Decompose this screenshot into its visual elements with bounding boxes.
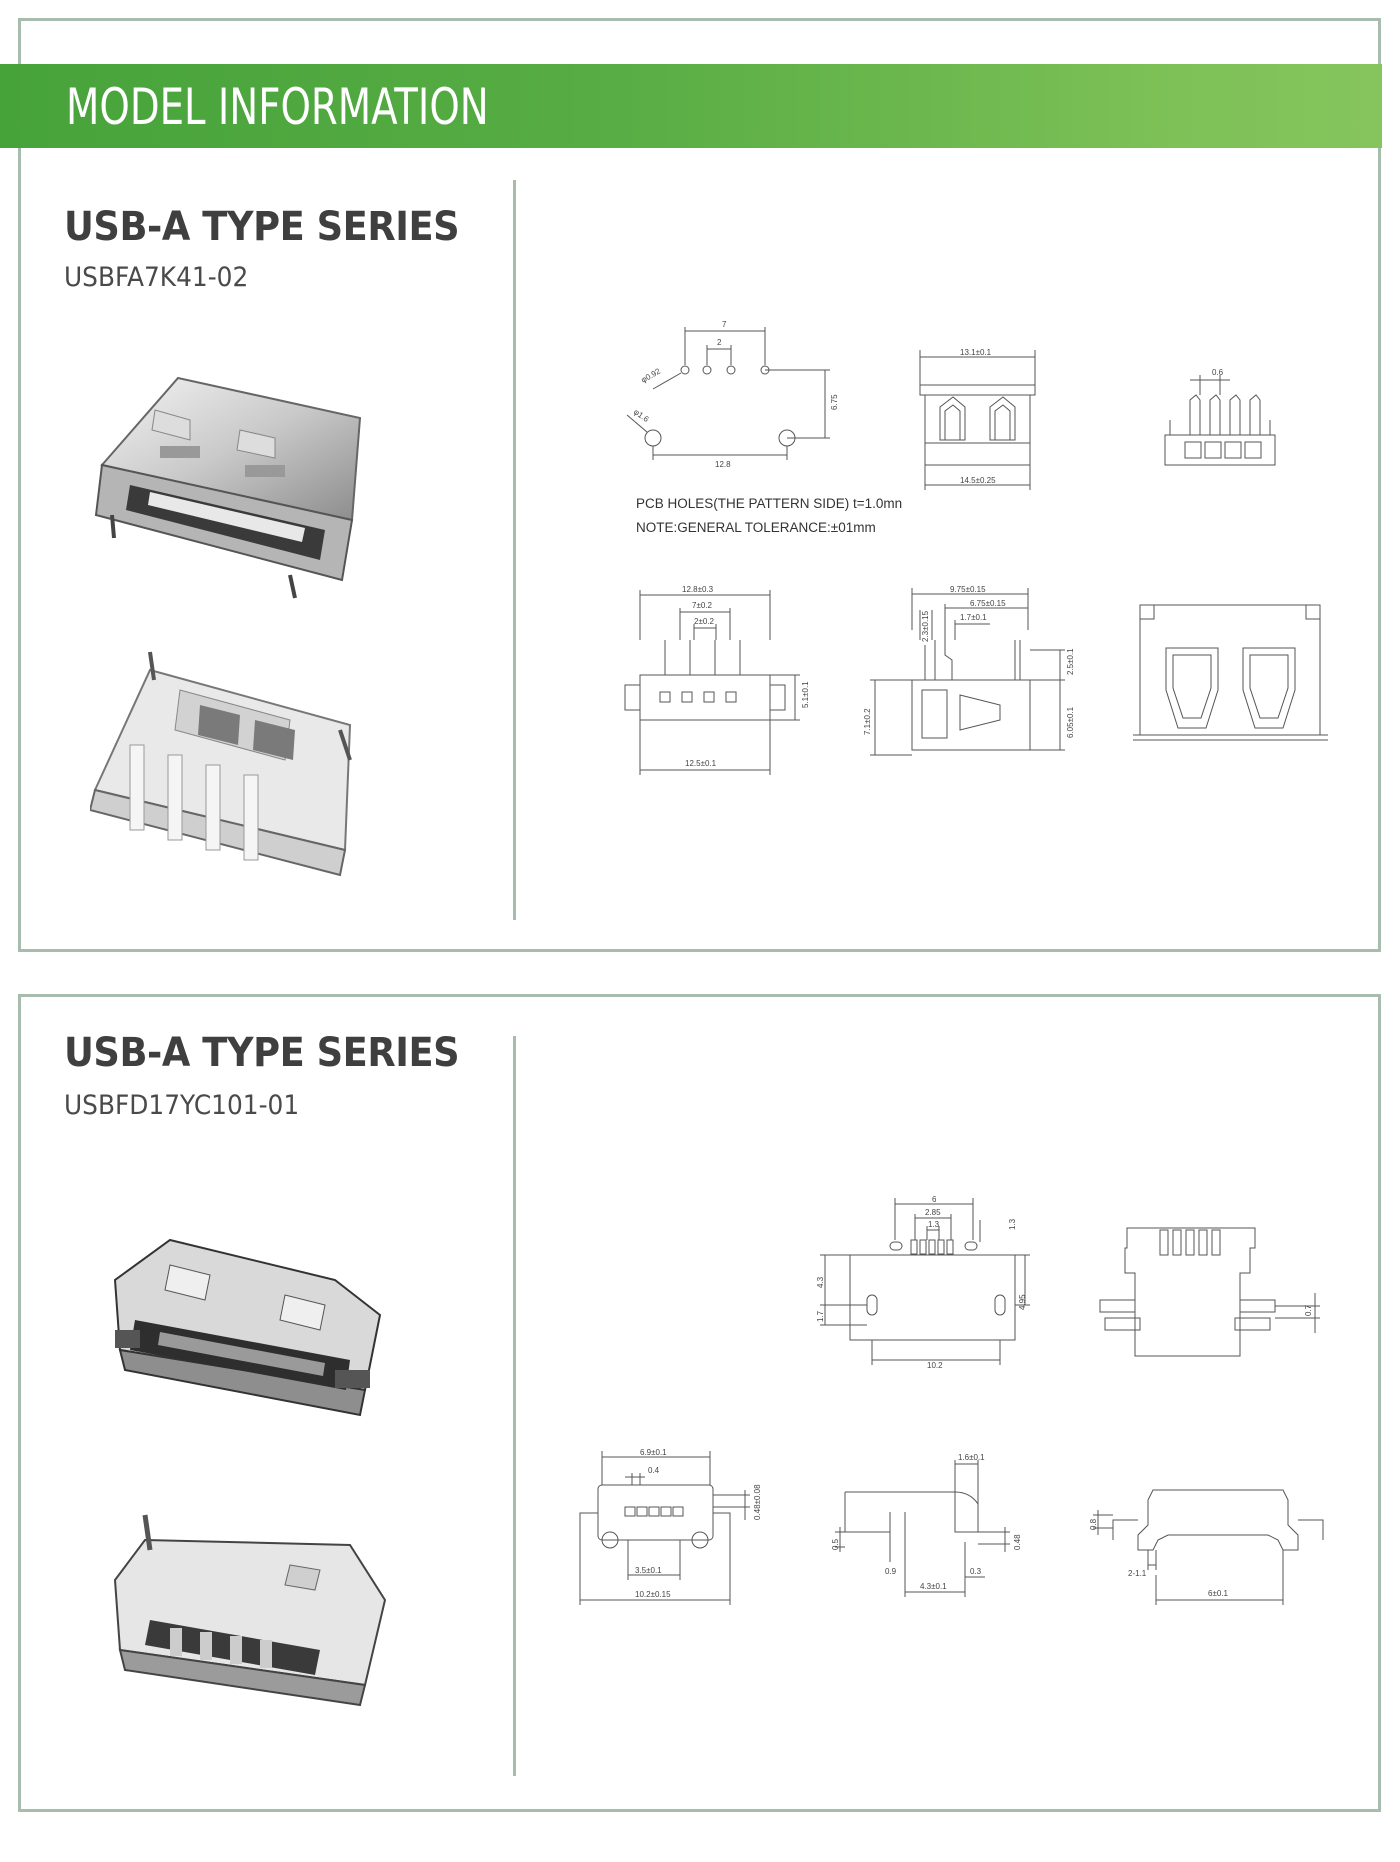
dim-pins-128: 12.8±0.3 (682, 585, 714, 594)
dim-top-13b: 1.3 (1008, 1218, 1017, 1230)
dim-rear-08: 0.8 (1089, 1518, 1098, 1530)
dim-side-03: 0.3 (970, 1567, 982, 1576)
product-photo-micro-front (113, 1238, 382, 1417)
dim-top-17: 1.7 (816, 1310, 825, 1322)
series-title-2: USB-A TYPE SERIES (64, 1030, 460, 1076)
dim-front-131: 13.1±0.1 (960, 348, 992, 357)
dim-side-05: 0.5 (831, 1538, 840, 1550)
dim-holes-675: 6.75 (830, 394, 839, 410)
dim-right-07: 0.7 (1304, 1304, 1313, 1316)
section-banner: MODEL INFORMATION (0, 64, 1382, 148)
drawing-side-micro: 1.6±0.1 0.5 0.48 0.9 0.3 4.3±0.1 (831, 1453, 1022, 1597)
model-number-2: USBFD17YC101-01 (64, 1090, 300, 1121)
dim-holes-128: 12.8 (715, 460, 731, 469)
drawing-top-footprint: 6 2.85 1.3 1.3 4.3 4.95 1.7 10.2 (816, 1195, 1030, 1370)
dim-pins-51: 5.1±0.1 (801, 681, 810, 708)
dim-rear-6: 6±0.1 (1208, 1589, 1229, 1598)
dim-side-06: 0.6 (1212, 368, 1224, 377)
dim-prof-675: 6.75±0.15 (970, 599, 1006, 608)
dim-prof-975: 9.75±0.15 (950, 585, 986, 594)
drawing-pin-front: 12.8±0.3 7±0.2 2±0.2 5.1±0.1 12.5±0.1 (624, 585, 810, 775)
dim-side-16: 1.6±0.1 (958, 1453, 985, 1462)
dim-holes-7: 7 (722, 320, 727, 329)
product-photo-usb-a-front (94, 376, 362, 599)
dim-side-09: 0.9 (885, 1567, 897, 1576)
drawing-front-micro: 6.9±0.1 0.4 0.48±0.08 3.5±0.1 10.2±0.15 (579, 1448, 762, 1605)
dim-front-145: 14.5±0.25 (960, 476, 996, 485)
dim-top-102: 10.2 (927, 1361, 943, 1370)
dim-top-6: 6 (932, 1195, 937, 1204)
dim-top-495: 4.95 (1018, 1294, 1027, 1310)
dim-front-048: 0.48±0.08 (753, 1484, 762, 1520)
dim-front-102: 10.2±0.15 (635, 1590, 671, 1599)
dim-front-35: 3.5±0.1 (635, 1566, 662, 1575)
tolerance-note: NOTE:GENERAL TOLERANCE:±01mm (636, 520, 876, 535)
dim-prof-23: 2.3±0.15 (921, 610, 930, 642)
dim-top-13: 1.3 (928, 1220, 940, 1229)
drawing-rear-micro: 0.8 2-1.1 6±0.1 (1089, 1489, 1324, 1605)
dim-front-04: 0.4 (648, 1466, 660, 1475)
dim-holes-2: 2 (717, 338, 722, 347)
drawing-pcb-holes: 7 2 φ0.92 φ1.6 6.75 12.8 (626, 320, 839, 469)
drawing-side-profile: 9.75±0.15 6.75±0.15 1.7±0.1 2.3±0.15 2.5… (863, 585, 1075, 756)
card1-divider (513, 180, 516, 920)
dim-holes-d092: φ0.92 (640, 366, 663, 384)
dim-rear-21: 2-1.1 (1128, 1569, 1147, 1578)
dim-prof-605: 6.05±0.1 (1066, 706, 1075, 738)
dim-prof-25: 2.5±0.1 (1066, 648, 1075, 675)
banner-title: MODEL INFORMATION (66, 78, 489, 136)
dim-pins-125: 12.5±0.1 (685, 759, 717, 768)
dim-pins-7: 7±0.2 (692, 601, 713, 610)
dim-pins-2: 2±0.2 (694, 617, 715, 626)
dim-top-285: 2.85 (925, 1208, 941, 1217)
dim-prof-71: 7.1±0.2 (863, 708, 872, 735)
model-number-1: USBFA7K41-02 (64, 262, 249, 293)
dim-side-43: 4.3±0.1 (920, 1582, 947, 1591)
dim-front-69: 6.9±0.1 (640, 1448, 667, 1457)
dim-side-048: 0.48 (1013, 1534, 1022, 1550)
pcb-holes-note: PCB HOLES(THE PATTERN SIDE) t=1.0mn (636, 496, 903, 511)
dim-top-43: 4.3 (816, 1276, 825, 1288)
product-photo-micro-rear (113, 1514, 387, 1707)
drawing-rear-view (1133, 604, 1328, 741)
drawing-right-side: 0.7 (1099, 1227, 1320, 1357)
product-photo-usb-a-rear (90, 651, 352, 877)
dim-prof-17: 1.7±0.1 (960, 613, 987, 622)
drawing-side-pins: 0.6 (1164, 368, 1276, 466)
drawing-front-view: 13.1±0.1 14.5±0.25 (919, 348, 1036, 490)
card2-divider (513, 1036, 516, 1776)
series-title-1: USB-A TYPE SERIES (64, 204, 460, 250)
